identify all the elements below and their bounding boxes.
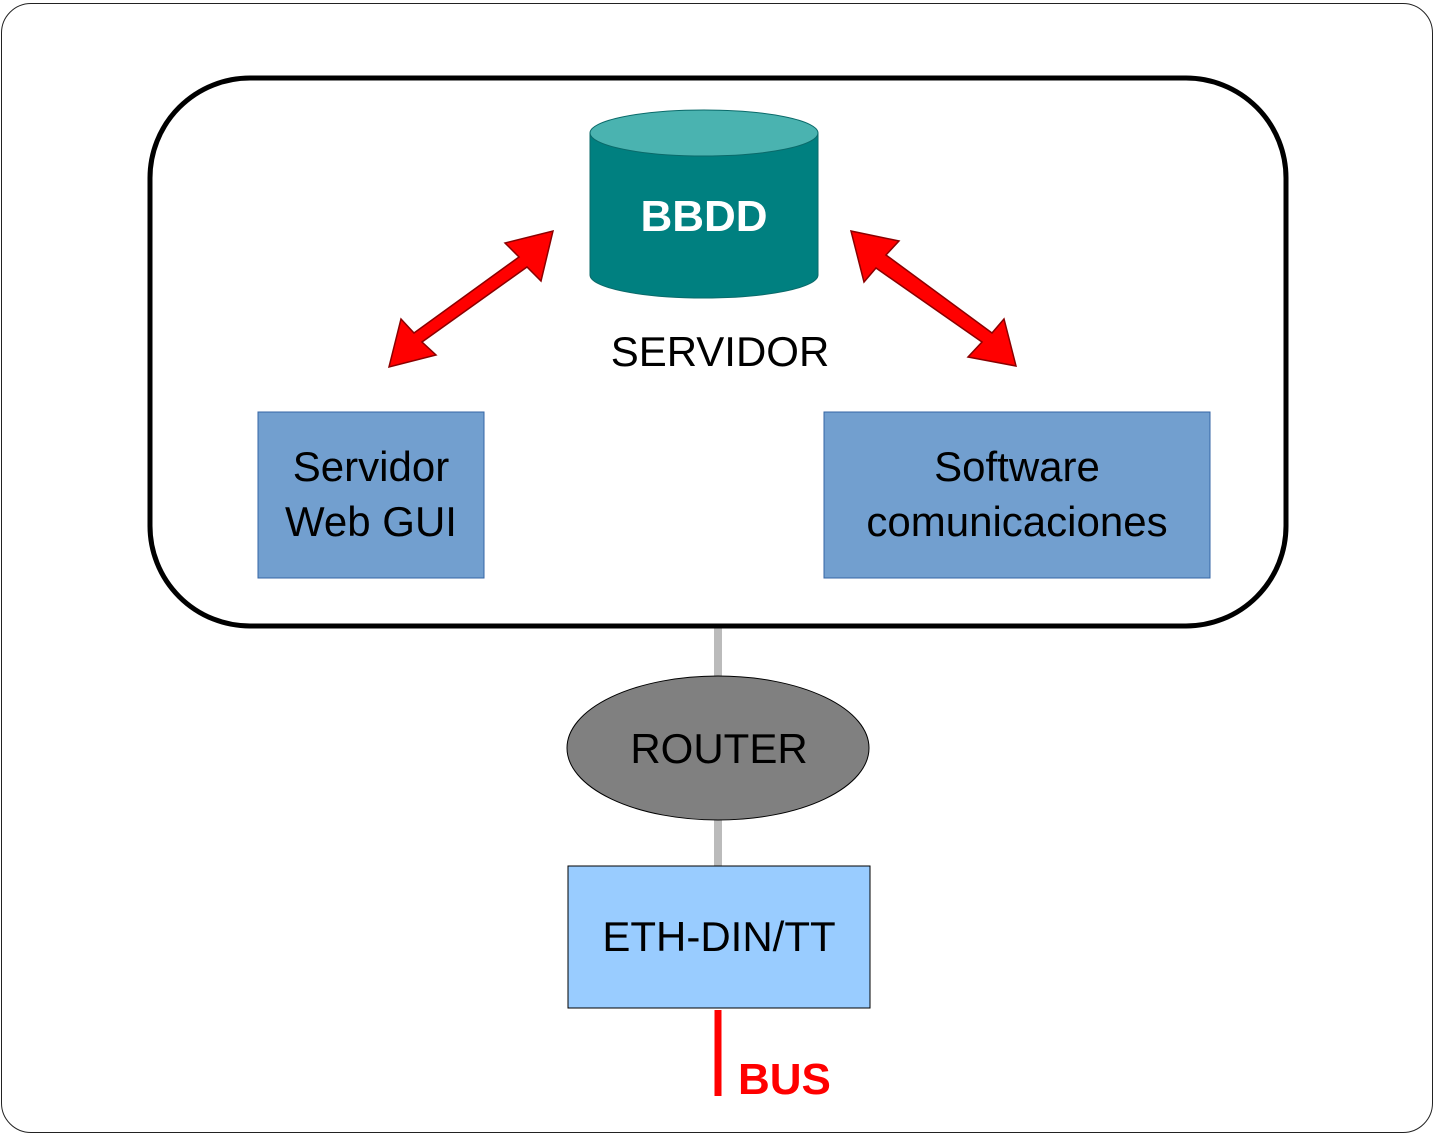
- arrow-bbdd-webgui: [387, 229, 555, 369]
- comms-box: [823, 411, 1211, 579]
- router-ellipse: [566, 675, 870, 821]
- eth-din-label: ETH-DIN/TT: [602, 912, 836, 960]
- arrow-bbdd-comms: [849, 230, 1018, 367]
- bus-label: BUS: [738, 1055, 831, 1104]
- database-label: BBDD: [640, 192, 768, 241]
- web-gui-box: [257, 411, 485, 579]
- web-gui-label: Servidor Web GUI: [285, 443, 457, 545]
- server-group-label: SERVIDOR: [610, 328, 830, 375]
- comms-label: Software comunicaciones: [866, 443, 1168, 545]
- router-label: ROUTER: [630, 725, 808, 772]
- page-frame: [1, 3, 1433, 1133]
- database-cylinder: [589, 109, 819, 299]
- eth-din-box: [567, 865, 871, 1009]
